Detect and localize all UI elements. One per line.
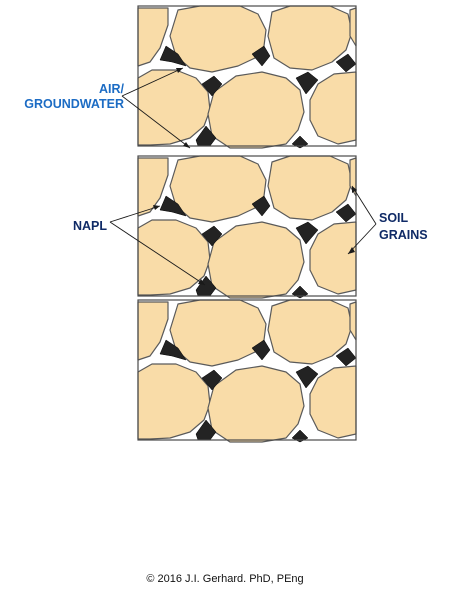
air-groundwater-label-line1: AIR/ (99, 82, 125, 96)
soil-grains-pointers (347, 185, 377, 255)
napl-pointers (109, 205, 206, 286)
panel-middle (137, 155, 357, 299)
napl-label: NAPL (73, 219, 107, 233)
panel-top (137, 5, 357, 149)
copyright-notice: © 2016 J.I. Gerhard. PhD, PEng (146, 573, 303, 585)
panel-bottom (137, 299, 357, 443)
soil-grains-label-line1: SOIL (379, 211, 409, 225)
soil-grains-label-line2: GRAINS (379, 228, 428, 242)
air-groundwater-label-line2: GROUNDWATER (24, 97, 124, 111)
air-groundwater-pointers (121, 67, 191, 149)
